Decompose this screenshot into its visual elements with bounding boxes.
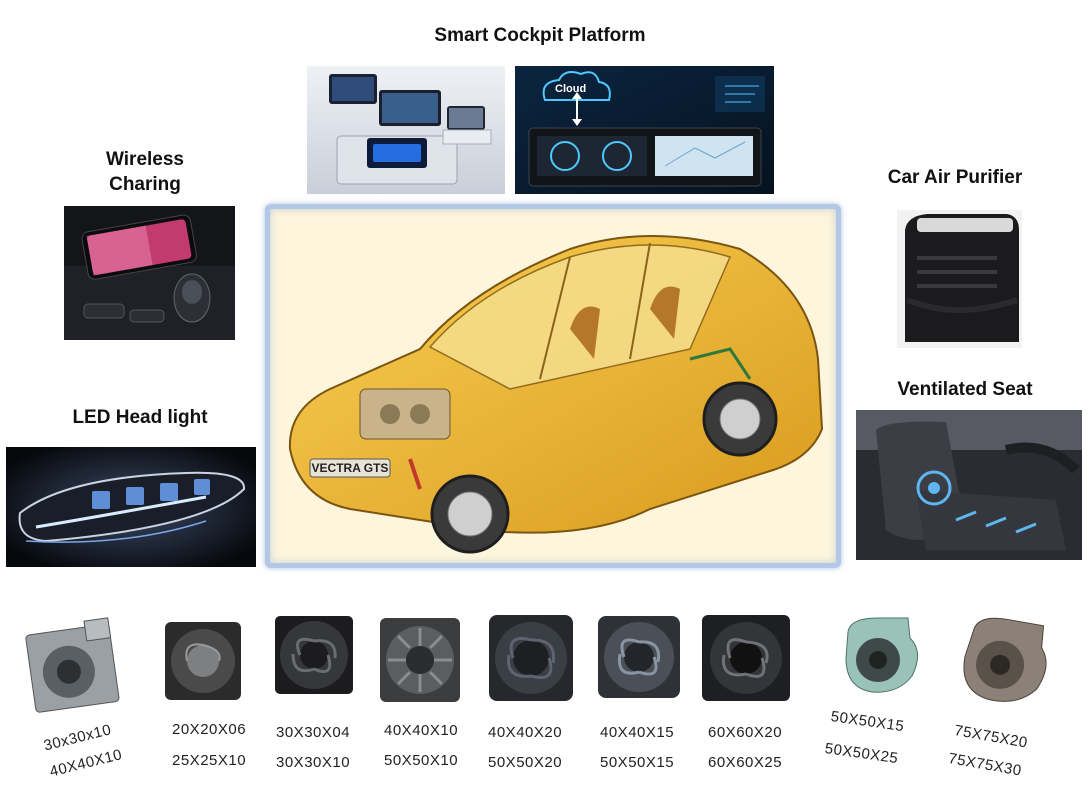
fan-7-size-a: 60X60X20: [708, 724, 783, 741]
cloud-badge-text: Cloud: [555, 83, 586, 95]
cockpit-photo-2: Cloud: [515, 66, 774, 194]
fan-7-size-b: 60X60X25: [708, 754, 783, 771]
axial-fan-icon: [380, 618, 460, 702]
wireless-charging-title: Wireless Charing: [80, 148, 210, 197]
fan-product-2: [163, 620, 243, 702]
axial-fan-icon: [275, 616, 353, 694]
fan-6-size-b: 50X50X15: [600, 754, 675, 771]
fan-4-size-a: 40X40X10: [384, 722, 459, 739]
fan-3-size-a: 30X30X04: [276, 724, 351, 741]
cockpit-photo-1: [307, 66, 505, 194]
fan-2-size-a: 20X20X06: [172, 721, 247, 738]
fan-5-size-a: 40X40X20: [488, 724, 563, 741]
axial-fan-icon: [702, 615, 790, 701]
fan-product-3: [273, 614, 355, 696]
wireless-charging-title-line1: Wireless: [106, 149, 184, 170]
fan-8-size-b: 50X50X25: [823, 740, 900, 768]
car-cutaway-illustration: VECTRA GTS: [288, 235, 824, 554]
fan-9-size-b: 75X75X30: [947, 750, 1023, 780]
car-plate-text: VECTRA GTS: [312, 461, 389, 475]
fan-product-6: [596, 614, 682, 700]
fan-product-1: [24, 617, 124, 713]
fan-product-7: [700, 613, 792, 703]
wireless-charging-photo: [64, 206, 235, 340]
axial-fan-icon: [165, 622, 241, 700]
led-head-light-title: LED Head light: [72, 407, 208, 428]
fan-2-size-b: 25X25X10: [172, 752, 247, 769]
cockpit-device-illustration: [307, 66, 505, 194]
air-purifier-illustration: [897, 210, 1022, 348]
fan-8-size-a: 50X50X15: [829, 708, 906, 736]
fan-product-9: [955, 612, 1059, 708]
led-headlight-photo: [6, 447, 256, 567]
blower-fan-icon: [25, 617, 120, 713]
fan-4-size-b: 50X50X10: [384, 752, 459, 769]
ventilated-seat-illustration: [856, 410, 1082, 560]
blower-fan-icon: [845, 617, 918, 693]
ventilated-seat-title: Ventilated Seat: [897, 379, 1033, 400]
phone-on-charger-illustration: [64, 206, 235, 340]
wireless-charging-title-line2: Charing: [109, 173, 181, 195]
fan-3-size-b: 30X30X10: [276, 754, 351, 771]
cockpit-dashboard-illustration: Cloud: [515, 66, 774, 194]
fan-1-size-b: 40X40X10: [48, 746, 124, 781]
car-cutaway-panel: VECTRA GTS: [265, 204, 841, 568]
blower-fan-icon: [963, 617, 1047, 702]
fan-9-size-a: 75X75X20: [953, 722, 1029, 752]
smart-cockpit-title: Smart Cockpit Platform: [434, 25, 646, 46]
fan-product-5: [487, 613, 575, 703]
car-air-purifier-title: Car Air Purifier: [887, 167, 1023, 188]
axial-fan-icon: [598, 616, 680, 698]
car-air-purifier-photo: [897, 210, 1022, 348]
axial-fan-icon: [489, 615, 573, 701]
headlight-illustration: [6, 447, 256, 567]
ventilated-seat-photo: [856, 410, 1082, 560]
fan-product-8: [838, 612, 928, 696]
fan-5-size-b: 50X50X20: [488, 754, 563, 771]
fan-product-4: [378, 616, 462, 704]
fan-6-size-a: 40X40X15: [600, 724, 675, 741]
